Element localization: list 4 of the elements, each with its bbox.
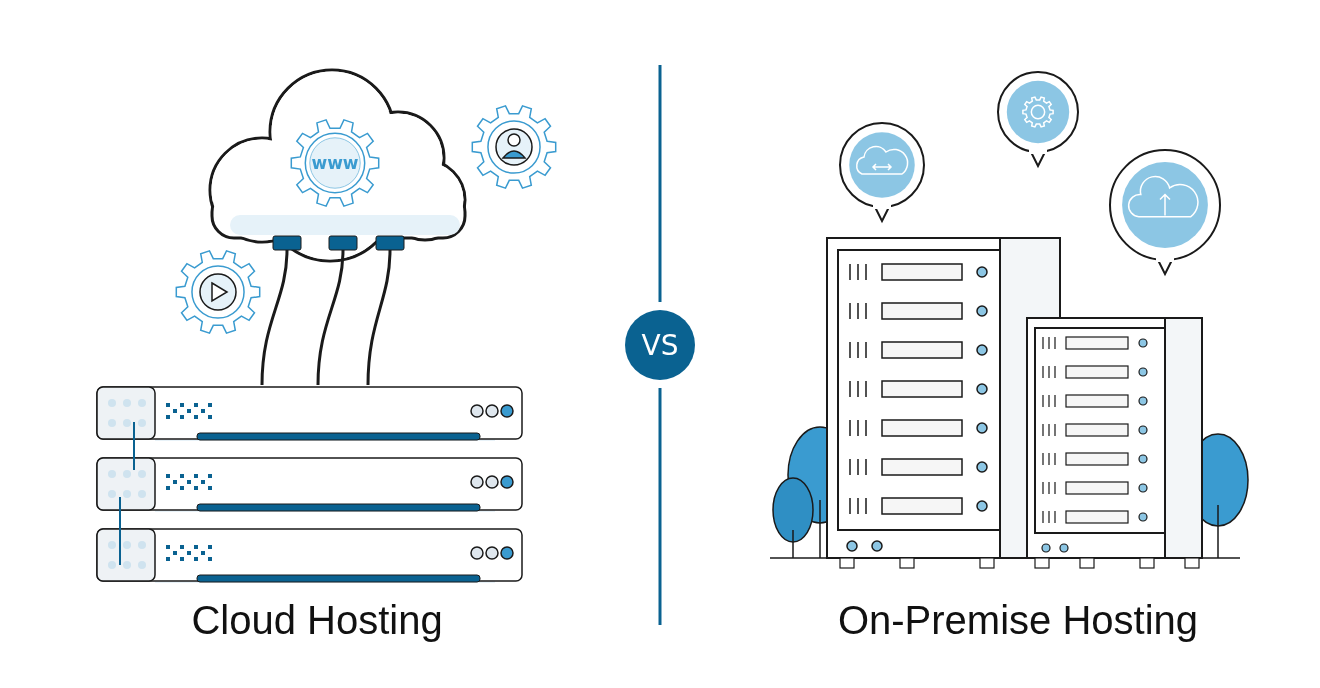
heading: Cloud Hosting (191, 598, 443, 643)
vs-badge: VS (625, 310, 695, 380)
heading: On-Premise Hosting (837, 598, 1199, 643)
www-gear-badge: www (290, 118, 380, 208)
